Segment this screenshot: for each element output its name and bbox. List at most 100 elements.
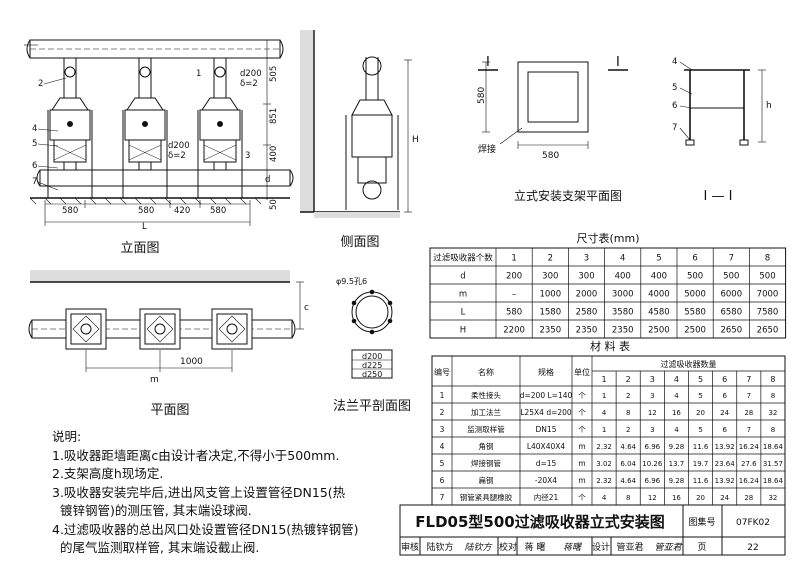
support-dim-h: 580 <box>477 87 487 104</box>
plan-dim-1000: 1000 <box>180 357 203 367</box>
materials-cell: 2 <box>626 426 630 434</box>
size-table-cell: 580 <box>506 308 522 318</box>
section-title: I — I <box>704 189 733 204</box>
size-table-col-header: 2 <box>548 254 553 264</box>
size-table-cell: 500 <box>759 272 775 282</box>
side-view <box>300 30 412 218</box>
materials-cell: 13.92 <box>715 477 735 485</box>
materials-cell: 8 <box>626 494 630 502</box>
designer-signature: 管亚君 <box>654 542 682 553</box>
materials-header-no: 编号 <box>434 367 450 377</box>
size-table-cell: 2500 <box>684 326 706 336</box>
materials-cell: 18.64 <box>763 477 784 485</box>
materials-cell: 3 <box>650 426 654 434</box>
materials-col-header: 7 <box>746 375 751 384</box>
dim-420: 420 <box>174 206 190 216</box>
check-label: 校对 <box>499 541 517 553</box>
elev-num-5: 5 <box>32 139 37 149</box>
note-line-3: 3.吸收器安装完毕后,进出风支管上设置管径DN15(热 <box>52 484 346 500</box>
materials-cell: 4 <box>674 392 679 400</box>
flange-hole-label: φ9.5孔6 <box>336 277 367 286</box>
reviewer-signature: 陆钦方 <box>464 542 492 553</box>
elevation-annotations: d200 δ=2 d200 δ=2 3 d 2 4 5 6 7 1 580 58… <box>32 66 279 232</box>
note-line-6: 的尾气监测取样管, 其末端设截止阀. <box>52 540 260 555</box>
size-table-cell: 400 <box>615 272 631 282</box>
materials-cell: 23.64 <box>715 460 736 468</box>
materials-col-header: 4 <box>674 375 679 384</box>
size-table-cell: 5580 <box>684 308 706 318</box>
materials-cell: 19.7 <box>693 460 709 468</box>
materials-header-count: 过滤吸收器数量 <box>661 359 717 369</box>
section-dim-h: h <box>766 101 772 111</box>
size-table-row-name: m <box>459 290 467 300</box>
size-table-cell: 500 <box>687 272 703 282</box>
size-table-cell: 4000 <box>648 290 670 300</box>
drawing-title: FLD05型500过滤吸收器立式安装图 <box>415 513 664 531</box>
materials-row-spec: d=15 <box>536 459 557 468</box>
filter-units <box>47 58 243 198</box>
support-plan-title: 立式安装支架平面图 <box>514 188 622 203</box>
dim-580-b: 580 <box>138 206 154 216</box>
materials-row-no: 7 <box>440 493 445 502</box>
materials-cell: 5 <box>698 426 702 434</box>
materials-col-header: 8 <box>770 375 775 384</box>
flange-d250: d250 <box>362 370 382 379</box>
materials-row-name: 钢管紧具腿橡胶 <box>460 492 513 502</box>
materials-row-spec: d=200 L=140 <box>520 391 573 400</box>
size-table-cell: 300 <box>578 272 594 282</box>
materials-cell: 8 <box>626 409 630 417</box>
flange-d200: d200 <box>362 352 382 361</box>
notes: 说明: 1.吸收器距墙距离c由设计者决定,不得小于500mm. 2.支架高度h现… <box>52 428 407 558</box>
pipe-delta-bottom: δ=2 <box>168 151 186 161</box>
support-section-mark-left: I <box>486 55 490 70</box>
support-dim-w: 580 <box>542 151 559 161</box>
materials-cell: 9.28 <box>669 443 685 451</box>
materials-cell: 4.64 <box>620 443 636 451</box>
materials-cell: 4 <box>602 409 607 417</box>
section-num-7: 7 <box>672 123 677 133</box>
elevation-dim-lines <box>24 40 271 226</box>
dim-851: 851 <box>269 108 279 124</box>
materials-row-spec: 内径21 <box>534 492 559 502</box>
materials-row-spec: -20X4 <box>535 476 557 485</box>
materials-cell: 20 <box>696 494 705 502</box>
materials-cell: 6.96 <box>645 443 661 451</box>
materials-col-header: 5 <box>698 375 703 384</box>
size-table-row-name: d <box>460 272 465 282</box>
size-table-cell: 300 <box>542 272 558 282</box>
materials-cell: 12 <box>648 494 657 502</box>
side-dim-H: H <box>412 135 419 145</box>
page-label: 页 <box>697 542 706 553</box>
materials-cell: 2.32 <box>596 477 612 485</box>
size-table-col-header: 5 <box>656 254 661 264</box>
dim-580-a: 580 <box>62 206 78 216</box>
materials-row-unit: 个 <box>578 493 586 502</box>
materials-cell: 32 <box>768 494 777 502</box>
size-table-cell: 6580 <box>720 308 742 318</box>
materials-row-name: 角钢 <box>479 441 494 451</box>
plan-title: 平面图 <box>150 403 189 418</box>
elev-num-2: 2 <box>38 79 43 89</box>
materials-col-header: 3 <box>650 375 655 384</box>
note-line-4: 镀锌钢管)的测压管, 其末端设球阀. <box>52 503 252 518</box>
plan-dim-c: c <box>304 303 309 313</box>
materials-cell: 4.64 <box>620 477 636 485</box>
materials-row-name: 监测取样管 <box>467 424 505 434</box>
size-table-cell: 7000 <box>757 290 779 300</box>
materials-cell: 5 <box>698 392 702 400</box>
size-table-cell: 3000 <box>612 290 634 300</box>
materials-cell: 6 <box>722 392 727 400</box>
size-table-col-header: 1 <box>511 254 516 264</box>
materials-cell: 12 <box>648 409 657 417</box>
materials-row-spec: DN15 <box>536 425 557 434</box>
materials-cell: 16 <box>672 494 681 502</box>
materials-row-unit: 个 <box>578 391 586 400</box>
materials-cell: 8 <box>771 392 775 400</box>
materials-cell: 13.7 <box>669 460 685 468</box>
size-table-col-header: 8 <box>765 254 770 264</box>
materials-cell: 7 <box>747 426 751 434</box>
materials-row-no: 5 <box>440 459 445 468</box>
materials-row-unit: m <box>578 476 585 485</box>
